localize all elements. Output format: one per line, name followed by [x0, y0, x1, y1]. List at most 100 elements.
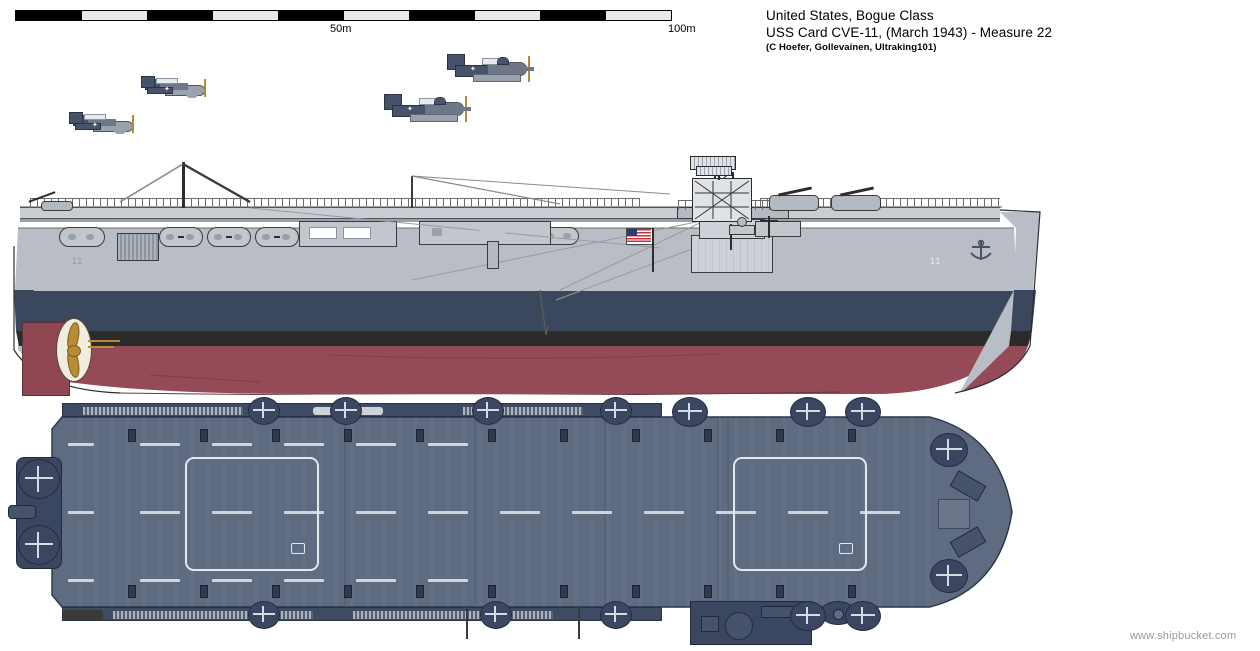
deck-fitting [848, 429, 856, 442]
deck-fitting [272, 585, 280, 598]
deck-fitting [200, 429, 208, 442]
hull-boot-topping [20, 330, 1012, 346]
forward-aa-gun-group [769, 186, 940, 211]
hull-number-marking-stern: 11 [72, 256, 84, 266]
bow-hatch [938, 499, 970, 529]
island-block [691, 235, 773, 273]
deck-fitting [488, 429, 496, 442]
deck-marking [428, 511, 468, 514]
gun-tub [480, 601, 512, 629]
propeller-shaft [88, 346, 114, 348]
signal-yard [760, 220, 778, 222]
deck-fitting [560, 429, 568, 442]
uptake-vent [478, 228, 508, 242]
deck-fitting [344, 585, 352, 598]
deck-marking [428, 579, 468, 582]
deck-marking [212, 443, 252, 446]
deck-marking [284, 579, 324, 582]
deck-marking [860, 511, 900, 514]
deck-marking [356, 579, 396, 582]
scale-label-50m: 50m [330, 23, 352, 35]
gun-sponson [159, 227, 203, 247]
deck-marking [284, 511, 324, 514]
deck-marking [68, 579, 94, 582]
watermark: www.shipbucket.com [1130, 630, 1237, 642]
aft-aa-gun [28, 191, 88, 211]
deck-fitting [416, 429, 424, 442]
gun-tub [600, 397, 632, 425]
deck-marking [356, 443, 396, 446]
deck-marking [284, 443, 324, 446]
gun-tub [248, 397, 280, 425]
kingpost-mast [182, 162, 185, 208]
deck-fitting [848, 585, 856, 598]
gun-sponson [255, 227, 299, 247]
propeller [56, 318, 92, 382]
stern-fitting [8, 505, 36, 519]
deck-fitting [272, 429, 280, 442]
deck-fitting [200, 585, 208, 598]
starboard-catwalk [62, 607, 662, 621]
hull-number-marking-bow: 11 [930, 256, 942, 266]
deck-marking [68, 443, 94, 446]
aircraft-torpedo-bomber-2: ✦ [447, 54, 540, 87]
draft-marker [578, 607, 580, 639]
deck-fitting [776, 429, 784, 442]
title-credits: (C Hoefer, Gollevainen, Ultraking101) [766, 42, 937, 53]
hull-antifouling [26, 345, 1008, 394]
scale-segment [343, 11, 409, 20]
plan-view [0, 395, 1060, 645]
deck-railing [760, 198, 1000, 208]
gun-tub [845, 601, 881, 631]
deck-marking [68, 511, 94, 514]
deck-marking [572, 511, 612, 514]
deck-fitting [776, 585, 784, 598]
scale-segment [540, 11, 606, 20]
scale-segment [605, 11, 671, 20]
port-catwalk [62, 403, 662, 417]
gun-sponson [207, 227, 251, 247]
island-aft-deck [755, 221, 801, 237]
deck-fitting [704, 429, 712, 442]
deck-fitting [416, 585, 424, 598]
aircraft-fighter-1: ✦ [69, 112, 142, 138]
scale-segment [147, 11, 213, 20]
deck-railing [30, 198, 640, 208]
deck-marking [212, 511, 252, 514]
signal-mast [768, 216, 770, 238]
gun-tub [472, 397, 504, 425]
united-states-flag-icon [626, 228, 654, 245]
aircraft-fighter-2: ✦ [141, 76, 214, 102]
deck-fitting [560, 585, 568, 598]
gun-tub [330, 397, 362, 425]
bow-anchor-icon [968, 238, 994, 264]
deck-fitting [632, 429, 640, 442]
draft-marker [466, 607, 468, 639]
scale-label-100m: 100m [668, 23, 696, 35]
propeller-shaft [88, 340, 120, 342]
scale-segment [16, 11, 82, 20]
sk-air-search-radar [692, 178, 752, 222]
deck-fitting [488, 585, 496, 598]
radar-antenna-small [696, 166, 732, 176]
deck-marking [140, 511, 180, 514]
rangefinder [729, 225, 755, 235]
side-profile-view: 11 11 [0, 150, 1060, 396]
deck-marking [644, 511, 684, 514]
deck-marking [716, 511, 756, 514]
uptake-trunk [487, 241, 499, 269]
gun-tub [930, 433, 968, 467]
yardarm-pole [730, 224, 732, 250]
deck-fitting [128, 429, 136, 442]
gun-tub [790, 397, 826, 427]
gun-tub [18, 525, 60, 565]
gun-tub [18, 459, 60, 499]
gun-tub [248, 601, 280, 629]
deck-fitting [632, 585, 640, 598]
scale-segment [81, 11, 147, 20]
gun-tub [672, 397, 708, 427]
scale-segment [474, 11, 540, 20]
scale-bar [15, 10, 672, 21]
hull-side-structure [299, 221, 397, 247]
aircraft-torpedo-bomber-1: ✦ [384, 94, 477, 127]
